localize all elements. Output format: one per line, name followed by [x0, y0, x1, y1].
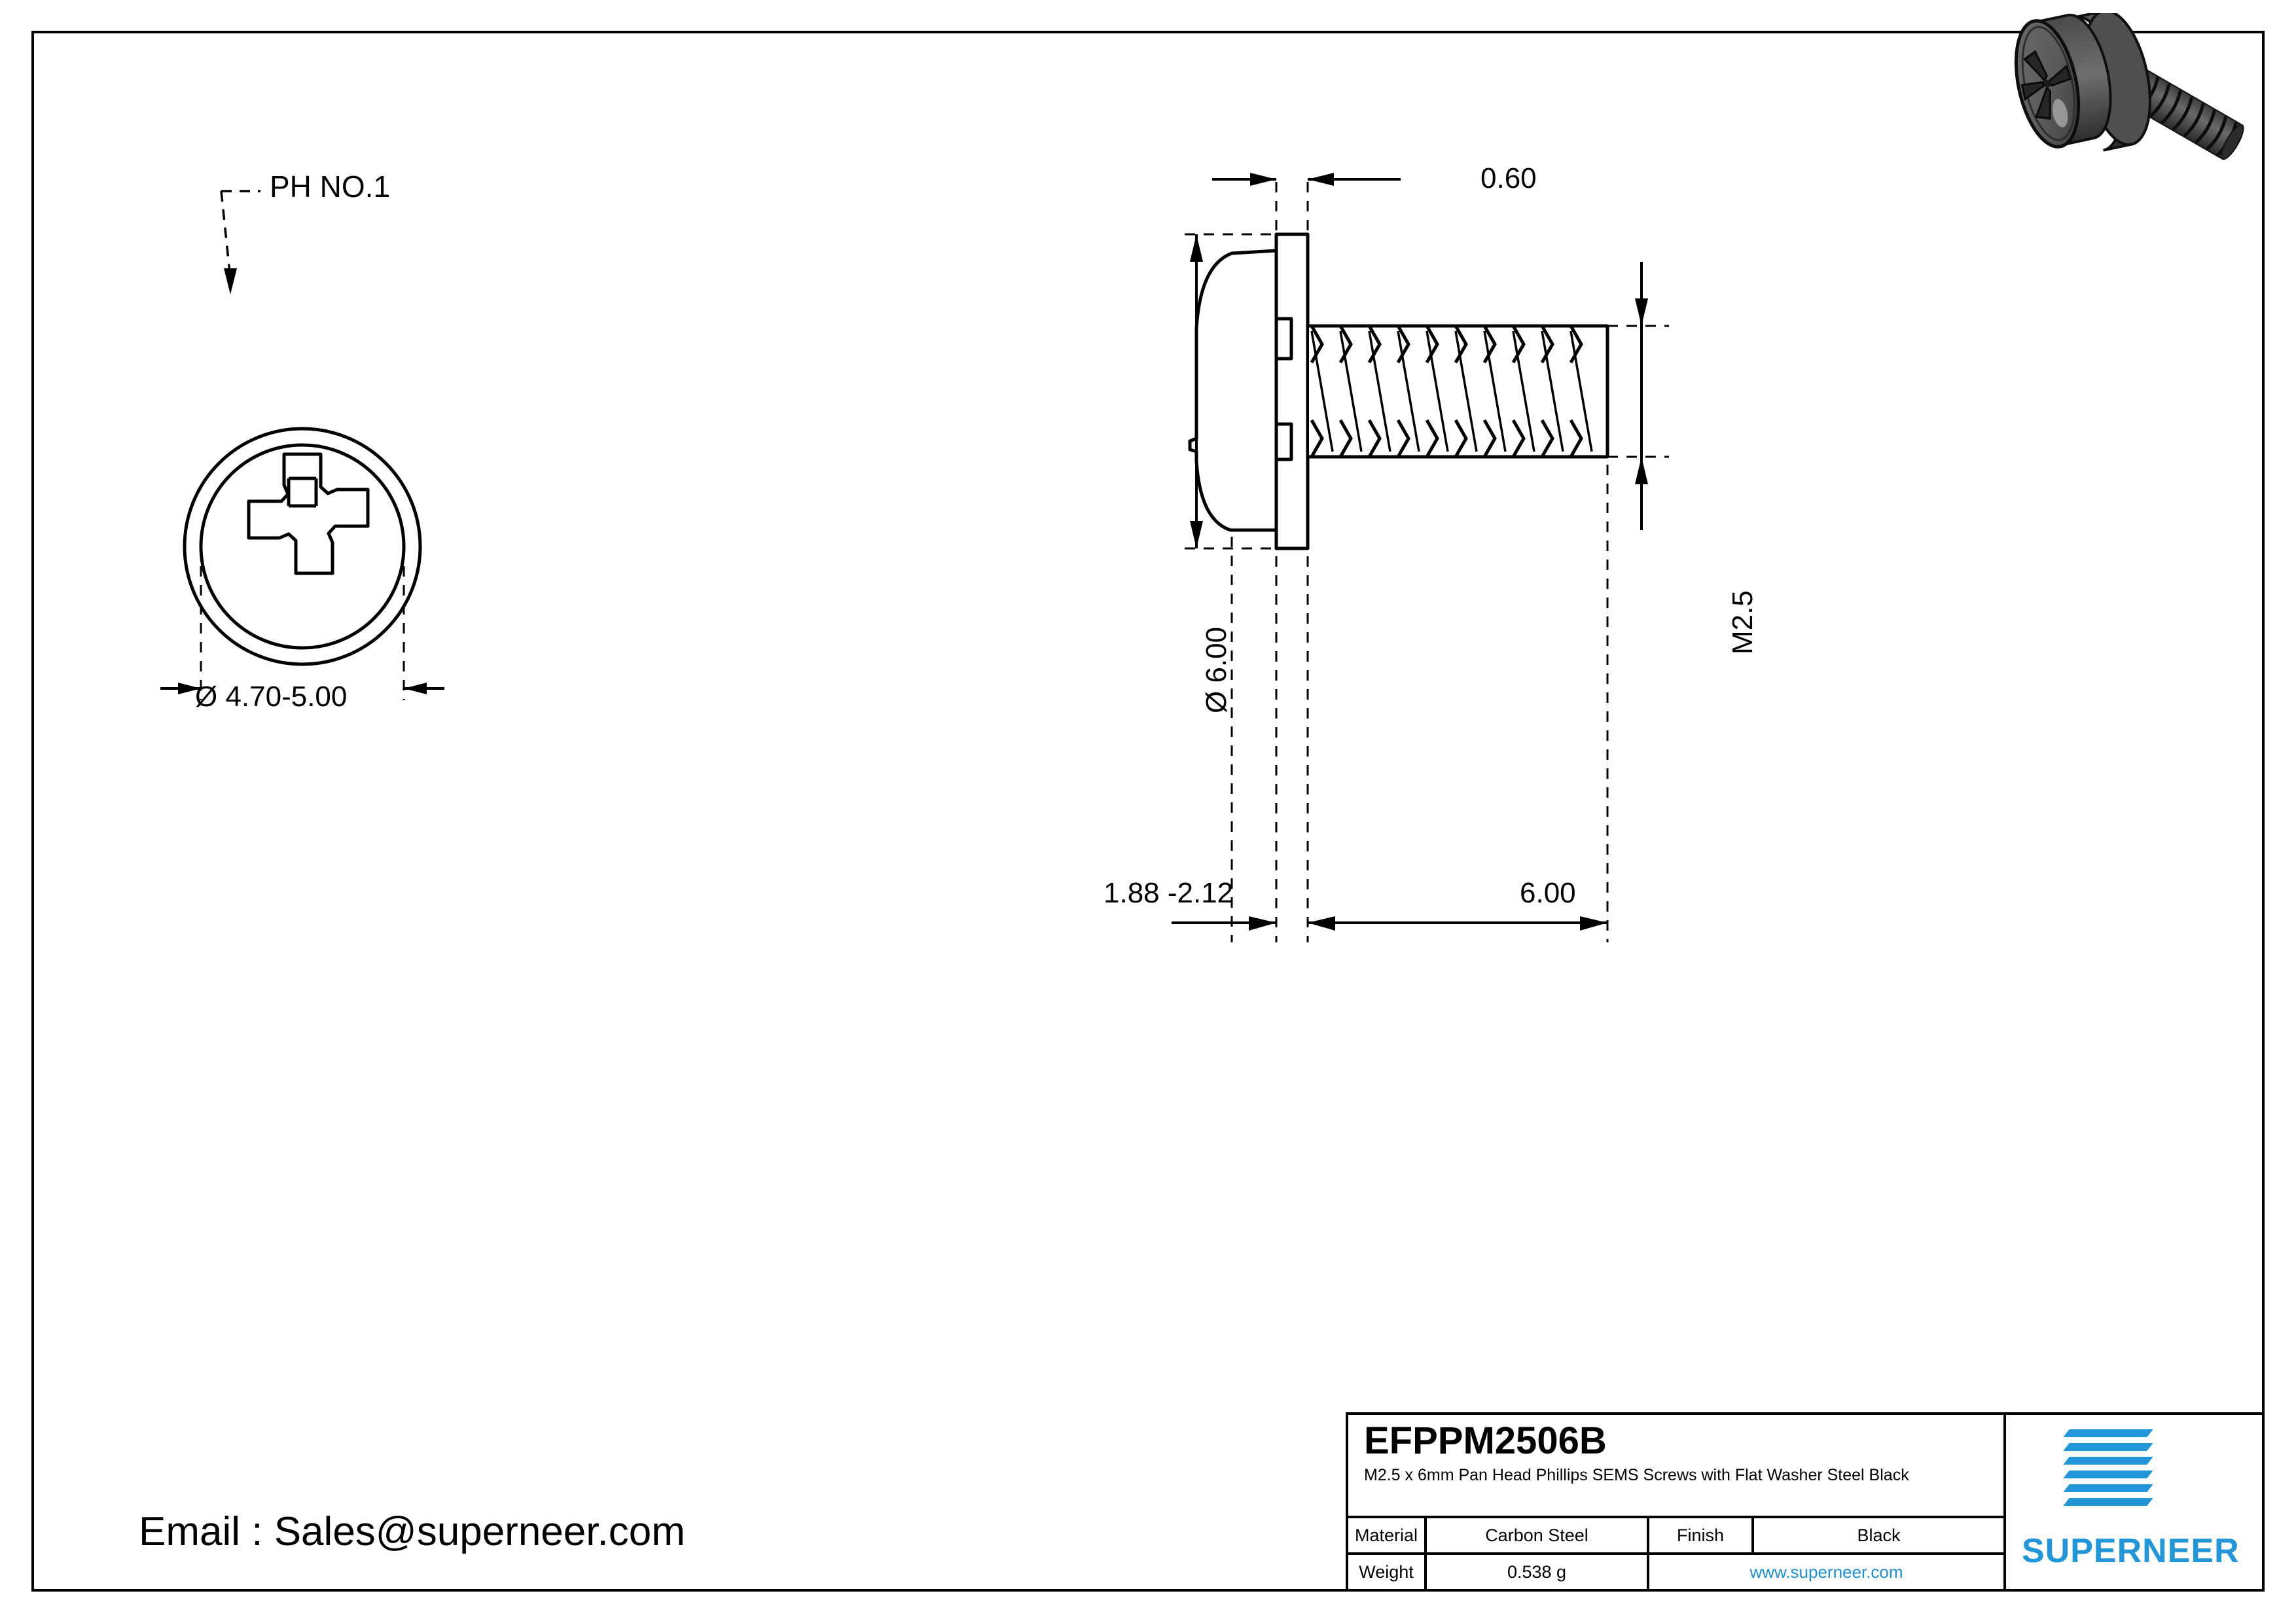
title-block-row-material: Material Carbon Steel Finish Black	[1348, 1518, 2003, 1555]
brand-name: SUPERNEER	[2022, 1532, 2240, 1570]
drawing-border	[31, 31, 2265, 1592]
title-block: EFPPM2506B M2.5 x 6mm Pan Head Phillips …	[1346, 1412, 2265, 1592]
head-diameter-dimension: Ø 4.70-5.00	[195, 681, 348, 713]
thread-length-dimension: 6.00	[1520, 877, 1576, 909]
drive-type-label: PH NO.1	[270, 169, 391, 204]
thread-size-dimension: M2.5	[1727, 590, 1759, 654]
part-description: M2.5 x 6mm Pan Head Phillips SEMS Screws…	[1364, 1466, 1909, 1484]
weight-label: Weight	[1348, 1555, 1427, 1589]
title-block-left: EFPPM2506B M2.5 x 6mm Pan Head Phillips …	[1348, 1415, 2006, 1589]
part-number: EFPPM2506B	[1364, 1419, 1607, 1462]
brand-logo-area: SUPERNEER	[2006, 1415, 2262, 1589]
logo-stripes-icon	[2063, 1429, 2157, 1514]
title-block-row-weight: Weight 0.538 g www.superneer.com	[1348, 1555, 2003, 1589]
material-label: Material	[1348, 1518, 1427, 1552]
drive-callout-leader	[151, 164, 517, 471]
email-line: Email : Sales@superneer.com	[139, 1509, 685, 1554]
material-value: Carbon Steel	[1427, 1518, 1649, 1552]
title-block-description-area: EFPPM2506B M2.5 x 6mm Pan Head Phillips …	[1348, 1415, 2003, 1518]
isometric-render	[1937, 13, 2296, 164]
finish-value: Black	[1857, 1525, 1901, 1545]
washer-diameter-dimension: Ø 6.00	[1200, 626, 1232, 713]
website-link[interactable]: www.superneer.com	[1749, 1561, 1903, 1582]
side-view-screw	[1172, 164, 1892, 982]
washer-thickness-dimension: 0.60	[1480, 162, 1537, 194]
finish-label: Finish	[1649, 1518, 1754, 1552]
weight-value: 0.538 g	[1427, 1555, 1649, 1589]
head-height-dimension: 1.88 -2.12	[1103, 877, 1234, 909]
top-view-head	[124, 419, 517, 825]
